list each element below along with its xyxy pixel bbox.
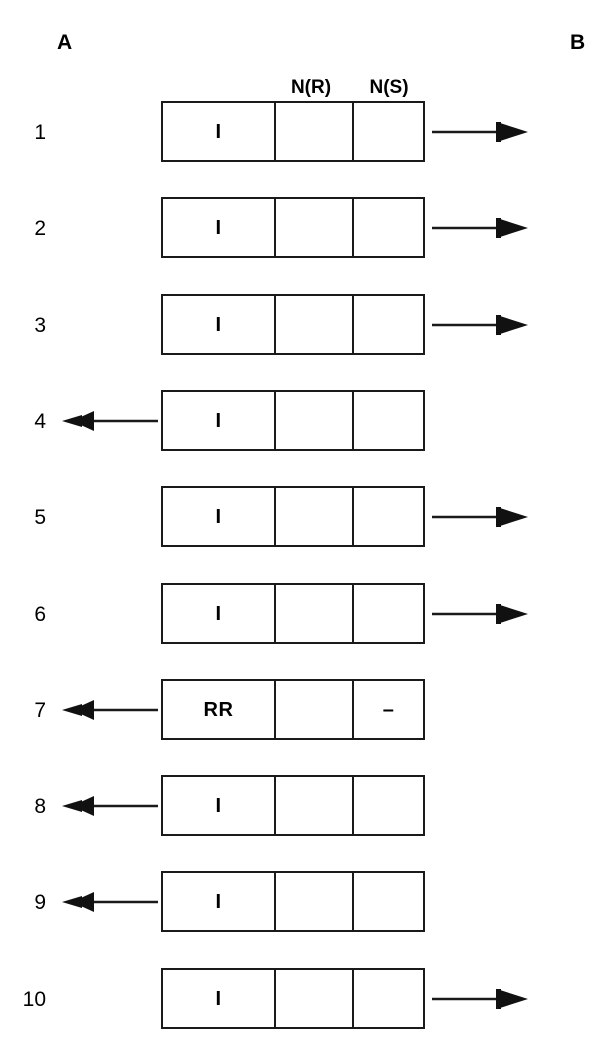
frame-cell-control: I [215, 794, 222, 817]
frame-cell-nr [274, 488, 352, 545]
frame-cell-nr [274, 392, 352, 449]
frame-cell-ns [352, 296, 423, 353]
frame-cell-control: I [215, 120, 222, 143]
frame-cell-ns [352, 585, 423, 642]
frame-cell-ns [352, 488, 423, 545]
frame-arrow-right-icon [432, 197, 532, 259]
frame-box: RR – [161, 679, 425, 740]
frame-row-number: 10 [22, 987, 46, 1011]
frame-cell-ns [352, 199, 423, 256]
frame-arrow-right-icon [432, 968, 532, 1030]
frame-row-number: 8 [34, 794, 46, 818]
frame-cell-nr [274, 296, 352, 353]
frame-row-number: 4 [34, 409, 46, 433]
frame-cell-nr [274, 199, 352, 256]
frame-row-number: 2 [34, 216, 46, 240]
frame-cell-control: I [215, 602, 222, 625]
frame-cell-control: I [215, 987, 222, 1010]
frame-row-number: 5 [34, 505, 46, 529]
frame-arrow-left-icon [58, 679, 158, 741]
frame-cell-control: I [215, 216, 222, 239]
frame-arrow-right-icon [432, 101, 532, 163]
frame-box: I [161, 390, 425, 451]
frame-row: 7 RR – [0, 679, 610, 741]
frame-box: I [161, 775, 425, 836]
frame-row-number: 6 [34, 602, 46, 626]
frame-cell-ns [352, 970, 423, 1027]
frame-cell-control: I [215, 409, 222, 432]
frame-box: I [161, 197, 425, 258]
frame-cell-control: RR [203, 698, 234, 721]
frame-row-number: 9 [34, 890, 46, 914]
frame-arrow-right-icon [432, 294, 532, 356]
frame-arrow-left-icon [58, 871, 158, 933]
frame-box: I [161, 871, 425, 932]
frame-box: I [161, 968, 425, 1029]
frame-box: I [161, 486, 425, 547]
field-caption-nr: N(R) [290, 77, 332, 98]
station-label-b: B [570, 31, 586, 54]
frame-box: I [161, 101, 425, 162]
frame-cell-nr [274, 585, 352, 642]
station-label-a: A [57, 31, 73, 54]
frame-box: I [161, 294, 425, 355]
frame-cell-nr [274, 103, 352, 160]
field-caption-ns: N(S) [369, 77, 409, 98]
frame-cell-control: I [215, 313, 222, 336]
frame-cell-control: I [215, 890, 222, 913]
frame-cell-ns [352, 873, 423, 930]
frame-cell-nr [274, 970, 352, 1027]
frame-row-number: 3 [34, 313, 46, 337]
frame-cell-nr [274, 681, 352, 738]
frame-box: I [161, 583, 425, 644]
frame-arrow-left-icon [58, 775, 158, 837]
frame-cell-control: I [215, 505, 222, 528]
frame-cell-ns [352, 392, 423, 449]
frame-arrow-right-icon [432, 583, 532, 645]
frame-cell-ns [352, 777, 423, 834]
frame-arrow-left-icon [58, 390, 158, 452]
frame-row: 10 I [0, 968, 610, 1030]
frame-arrow-right-icon [432, 486, 532, 548]
frame-cell-ns [352, 103, 423, 160]
frame-cell-nr [274, 777, 352, 834]
frame-cell-nr [274, 873, 352, 930]
frame-row-number: 7 [34, 698, 46, 722]
frame-cell-ns: – [352, 681, 423, 738]
frame-row-number: 1 [34, 120, 46, 144]
